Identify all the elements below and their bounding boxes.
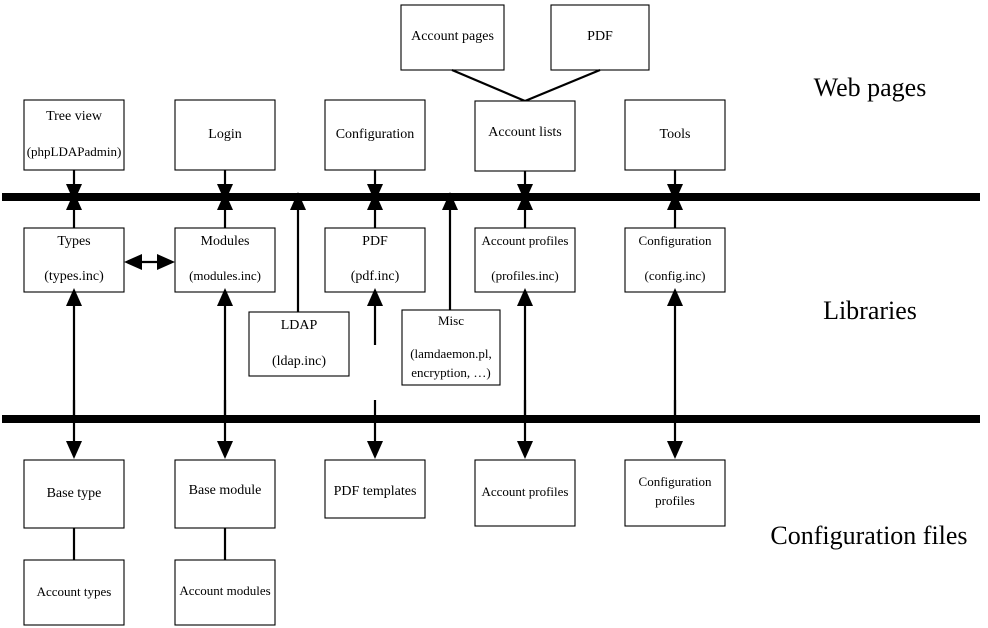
node-login: Login [174,99,276,171]
node-base-module-label: Base module [189,483,262,498]
edge-pdf-top-to-account-lists [524,68,601,103]
edge-configuration-lib-up [667,192,683,228]
edge-down-account-profiles-file [517,400,533,459]
node-configuration-lib-label-2: (config.inc) [644,268,705,283]
node-base-type: Base type [23,459,125,529]
node-account-lists-label: Account lists [488,125,562,140]
node-pdf-templates: PDF templates [324,459,426,519]
node-types-lib-label-2: (types.inc) [44,269,104,284]
node-configuration-profiles-file-label-1: Configuration [639,474,712,489]
node-account-modules: Account modules [174,559,276,626]
node-misc-lib-label-1: Misc [438,313,464,328]
node-account-profiles-file: Account profiles [474,459,576,527]
edge-account-pages-to-account-lists [451,68,526,103]
node-account-profiles-lib-label-2: (profiles.inc) [491,268,559,283]
node-modules-lib-label-2: (modules.inc) [189,268,261,283]
node-configuration-profiles-file: Configuration profiles [624,459,726,527]
node-tools: Tools [624,99,726,171]
node-account-profiles-lib: Account profiles (profiles.inc) [474,227,576,293]
node-ldap-lib-label-2: (ldap.inc) [272,354,326,369]
edge-down-pdf-templates [367,400,383,459]
node-account-profiles-file-label: Account profiles [481,484,568,499]
node-configuration-lib: Configuration (config.inc) [624,227,726,293]
node-ldap-lib: LDAP (ldap.inc) [248,311,350,377]
edge-pdf-lib-up [367,192,383,228]
node-account-pages: Account pages [400,4,505,71]
node-account-modules-label: Account modules [179,583,270,598]
edge-base-module-to-modules [217,288,233,418]
edge-ldap-up [290,192,306,312]
node-pdf-lib: PDF (pdf.inc) [324,227,426,293]
node-pdf-lib-label-1: PDF [362,234,388,249]
edge-down-configuration-profiles [667,400,683,459]
edge-modules-up [217,192,233,228]
node-account-types-label: Account types [37,584,112,599]
edge-configuration-profiles-to-lib [667,288,683,418]
node-misc-lib-label-2: (lamdaemon.pl, [410,346,492,361]
node-account-types: Account types [23,559,125,626]
node-modules-lib: Modules (modules.inc) [174,227,276,293]
edge-types-modules-bidirectional [124,254,175,270]
layer-label-configuration-files: Configuration files [770,521,967,550]
node-configuration-lib-label-1: Configuration [639,233,712,248]
node-types-lib: Types (types.inc) [23,227,125,293]
node-account-profiles-lib-label-1: Account profiles [481,233,568,248]
node-modules-lib-label-1: Modules [201,234,250,249]
node-account-pages-label: Account pages [411,29,494,44]
node-base-type-label: Base type [47,486,102,501]
node-configuration-profiles-file-label-2: profiles [655,493,695,508]
node-tree-view-label-2: (phpLDAPadmin) [27,144,122,159]
layer-label-libraries: Libraries [823,296,917,325]
node-tools-label: Tools [660,127,691,142]
layer-label-web-pages: Web pages [814,73,927,102]
node-tree-view-label-1: Tree view [46,109,103,124]
node-pdf-templates-label: PDF templates [334,484,417,499]
node-types-lib-label-1: Types [57,234,90,249]
edge-down-base-type [66,400,82,459]
node-account-lists: Account lists [474,100,576,172]
node-pdf-top: PDF [550,4,650,71]
node-configuration-page-label: Configuration [336,127,415,142]
edge-account-profiles-lib-up [517,192,533,228]
edge-account-profiles-file-to-lib [517,288,533,418]
node-pdf-top-label: PDF [587,29,613,44]
node-tree-view: Tree view (phpLDAPadmin) [23,99,125,171]
node-misc-lib: Misc (lamdaemon.pl, encryption, …) [401,309,501,386]
node-ldap-lib-label-1: LDAP [281,318,318,333]
edge-misc-to-pdf-lib [367,288,383,345]
edge-misc-up [442,192,458,310]
edge-base-type-to-types [66,288,82,418]
node-misc-lib-label-3: encryption, …) [411,365,490,380]
node-pdf-lib-label-2: (pdf.inc) [351,269,400,284]
edge-types-up [66,192,82,228]
node-login-label: Login [208,127,241,142]
edge-down-base-module [217,400,233,459]
node-configuration-page: Configuration [324,99,426,171]
node-base-module: Base module [174,459,276,529]
